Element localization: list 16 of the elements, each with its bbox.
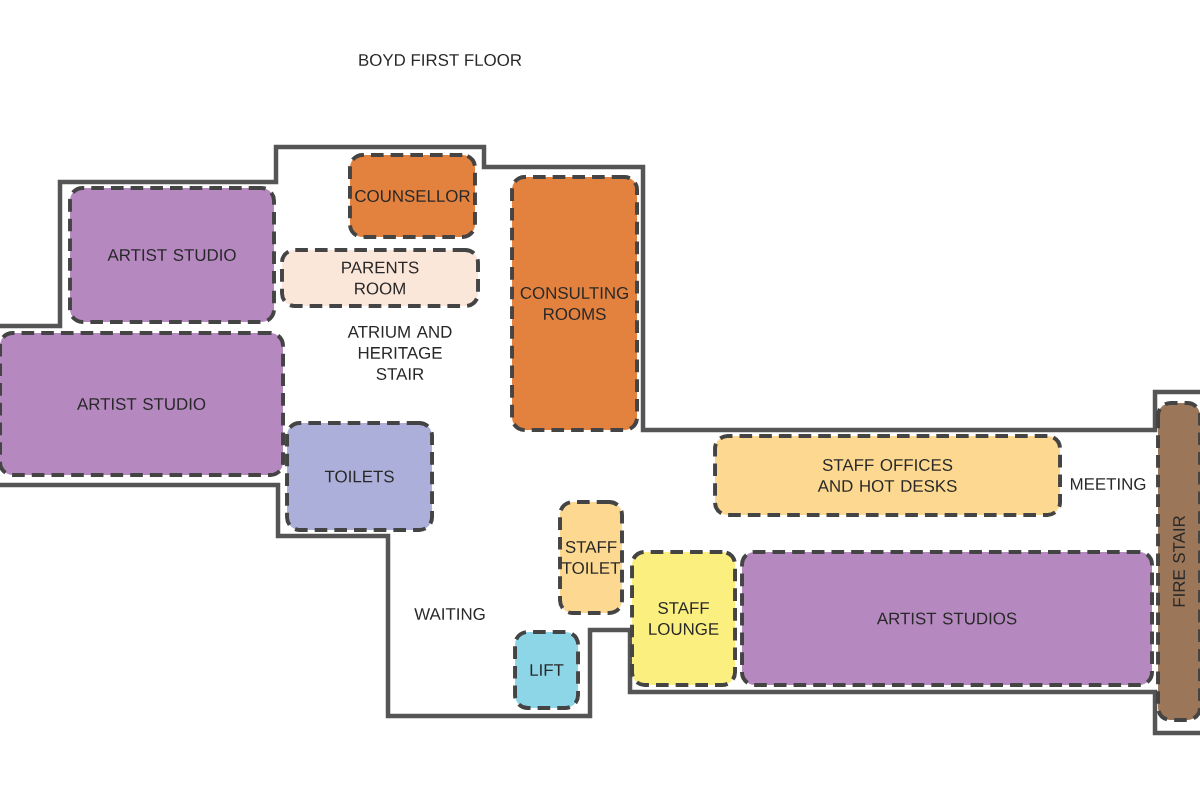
area-label: WAITING (414, 608, 485, 620)
room-box: ARTIST STUDIO (0, 331, 285, 477)
room-box: FIRE STAIR (1156, 401, 1200, 722)
room-box: CONSULTING ROOMS (510, 175, 639, 432)
room-box: PARENTS ROOM (280, 248, 480, 308)
plan-title: BOYD FIRST FLOOR (359, 54, 522, 66)
room-box: TOILETS (285, 421, 434, 532)
room-box: ARTIST STUDIO (68, 186, 276, 324)
area-label: ATRIUM AND HERITAGE STAIR (347, 326, 452, 380)
room-box: STAFF LOUNGE (630, 550, 737, 687)
area-label: MEETING (1071, 478, 1146, 490)
room-box: COUNSELLOR (348, 153, 477, 239)
room-box: LIFT (513, 630, 580, 710)
room-box: STAFF OFFICES AND HOT DESKS (713, 434, 1062, 517)
room-box: ARTIST STUDIOS (740, 550, 1154, 687)
room-box: STAFF TOILET (558, 500, 624, 615)
